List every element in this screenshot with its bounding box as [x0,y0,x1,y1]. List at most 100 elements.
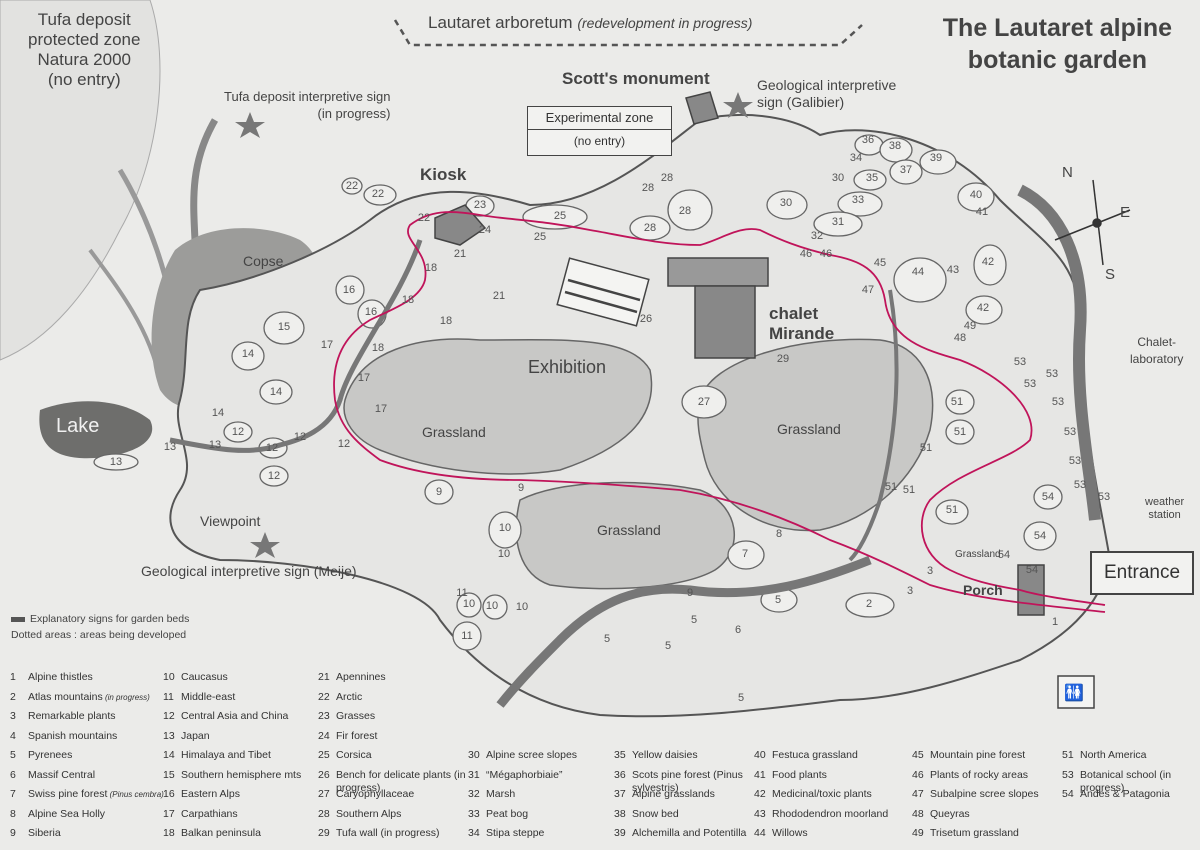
tufa-zone [0,0,161,361]
bed-number: 28 [679,205,691,217]
chalet-body [694,285,756,359]
bed-number: 53 [1074,479,1086,491]
bed-number: 48 [954,332,966,344]
bed-number: 53 [1024,378,1036,390]
bed [837,191,883,217]
bed-number: 2 [866,598,872,610]
lake-label: Lake [56,415,100,437]
bed-number: 35 [866,172,878,184]
bed-number: 14 [270,386,282,398]
bed [424,479,454,505]
tufa-sign-label: Tufa deposit interpretive sign(in progre… [224,89,391,121]
bed-number: 28 [661,172,673,184]
bed-number: 12 [294,431,306,443]
bed-number: 5 [604,633,610,645]
bed [845,592,895,618]
bed-number: 30 [832,172,844,184]
bed [935,499,969,525]
bed-number: 51 [920,442,932,454]
bed [93,453,139,471]
chalet-roof [667,257,769,287]
bed [259,379,293,405]
bed-number: 53 [1052,396,1064,408]
star-tufa [235,112,265,138]
title-line-1: The Lautaret alpine [942,14,1172,42]
bed [893,257,947,303]
compass-e: E [1120,204,1131,221]
bed-number: 25 [534,231,546,243]
bed-number: 16 [343,284,355,296]
bed [727,540,765,570]
bed-number: 10 [499,522,511,534]
bed-number: 5 [665,640,671,652]
bed-number: 16 [365,306,377,318]
exhibition-label: Exhibition [528,357,607,377]
bed [488,511,522,549]
toilets-icon [1057,675,1095,709]
bed-number: 23 [474,199,486,211]
bed-number: 28 [644,222,656,234]
star-meije [250,532,280,558]
bed-number: 39 [930,152,942,164]
bed [973,244,1007,286]
grassland-label-small: Grassland [955,549,1001,560]
copse-label: Copse [243,253,284,269]
grassland-east [697,338,934,532]
legend-item: 31“Mégaphorbiaie” [468,768,563,781]
bed-number: 54 [998,549,1010,561]
bed-number: 51 [951,396,963,408]
bed-number: 22 [372,188,384,200]
bed-number: 21 [493,290,505,302]
bed-number: 13 [110,456,122,468]
grassland-south [515,481,736,590]
bed-number: 34 [850,152,862,164]
bed-number: 43 [947,264,959,276]
porch-label: Porch [963,582,1003,598]
bed-number: 22 [418,212,430,224]
bed-number: 46 [820,248,832,260]
chalet-lab-label: Chalet-laboratory [1130,335,1184,366]
bed-number: 17 [321,339,333,351]
bed-number: 13 [164,441,176,453]
bed [1033,484,1063,510]
bed-number: 28 [642,182,654,194]
bed-number: 3 [927,565,933,577]
arboretum-dashes [393,19,863,47]
compass-s: S [1105,266,1116,283]
bed-number: 11 [461,630,472,642]
bed-number: 12 [268,470,280,482]
bed [263,311,305,345]
bed-number: 33 [852,194,864,206]
bed-number: 14 [242,348,254,360]
bed-number: 37 [900,164,912,176]
bed-number: 6 [735,624,741,636]
